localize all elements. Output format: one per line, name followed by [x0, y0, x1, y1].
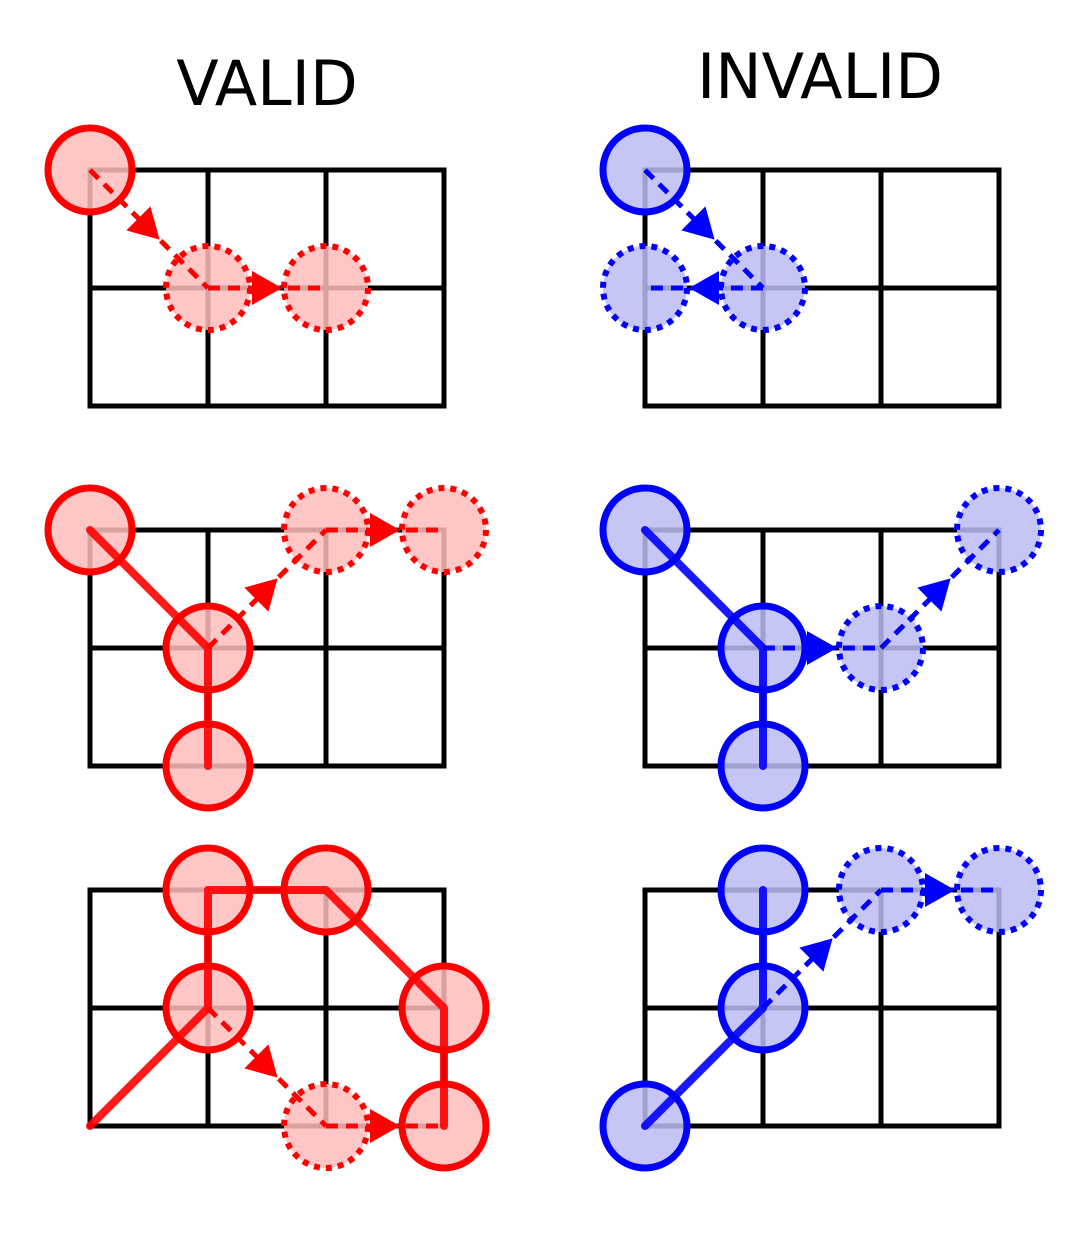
grid	[87, 887, 447, 1129]
valid-column-title: VALID	[176, 47, 358, 120]
arrow-icon	[244, 578, 278, 612]
arrow-icon	[252, 271, 282, 305]
grid	[87, 527, 447, 769]
arrow-icon	[799, 938, 833, 972]
candidate-piece-circle	[399, 485, 489, 575]
panel-valid-2	[44, 484, 489, 812]
panel-valid-3	[86, 844, 490, 1172]
arrow-icon	[370, 1109, 400, 1143]
candidate-piece-circle	[281, 243, 371, 333]
committed-path	[86, 886, 448, 1130]
arrow-icon	[807, 631, 837, 665]
arrow-icon	[681, 206, 715, 240]
grid	[642, 887, 1002, 1129]
candidate-piece-circle	[954, 845, 1044, 935]
arrow-icon	[370, 513, 400, 547]
invalid-column-title: INVALID	[696, 40, 944, 113]
panel-invalid-3	[599, 844, 1044, 1172]
arrow-icon	[925, 873, 955, 907]
panel-valid-1	[44, 124, 447, 409]
arrow-icon	[126, 206, 160, 240]
arrow-icon	[689, 271, 719, 305]
arrow-icon	[917, 578, 951, 612]
candidate-piece-circle	[600, 243, 690, 333]
arrow-icon	[244, 1044, 278, 1078]
panel-invalid-1	[599, 124, 1002, 409]
panel-invalid-2	[599, 484, 1044, 812]
